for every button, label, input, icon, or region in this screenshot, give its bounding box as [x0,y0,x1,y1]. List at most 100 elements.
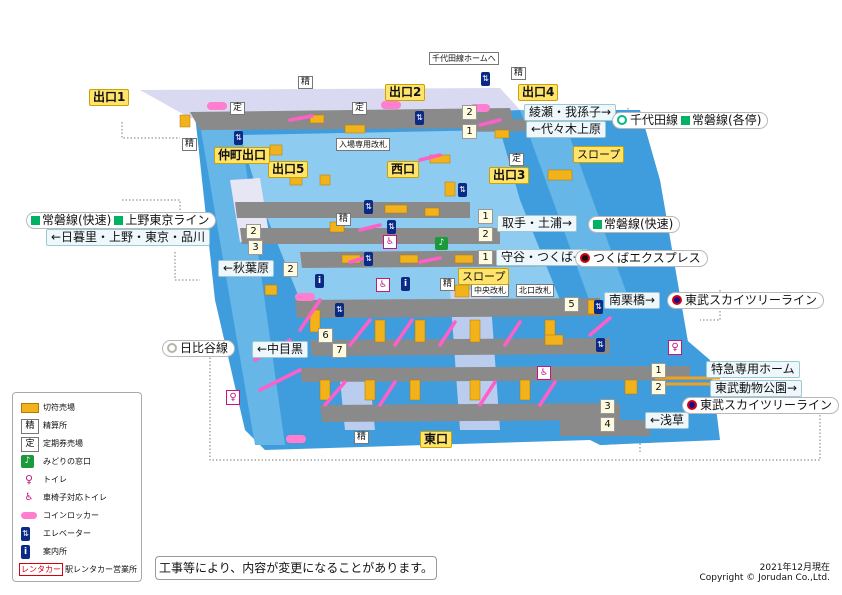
wheelchair-toilet-icon: ♿ [376,278,390,292]
elevator-icon: ⇅ [458,183,467,197]
exit-1-label: 出口1 [89,89,130,106]
joban-rapid-right-label: 常磐線(快速) [604,217,674,231]
fare-adjust-icon: 精 [298,76,314,89]
toilet-icon: ♀ [24,473,34,486]
destination-tokkyu: 特急専用ホーム [706,361,800,378]
legend-item: コインロッカー [17,507,141,525]
elevator-icon: ⇅ [364,252,373,266]
legend-label: 精算所 [43,421,67,430]
ticket-machine-icon [21,403,39,413]
elevator-icon: ⇅ [594,300,603,314]
legend-label: 案内所 [43,547,67,556]
destination-akihabara: ←秋葉原 [218,260,275,277]
platform-number: 6 [318,328,333,343]
skytree-label-1: 東武スカイツリーライン [685,293,818,307]
skytree-label-2: 東武スカイツリーライン [700,398,833,412]
west-exit-label: 西口 [387,161,420,178]
chuo-gate-tag: 中央改札 [471,284,509,297]
toilet-icon: ♀ [226,390,240,405]
elevator-icon: ⇅ [364,200,373,214]
date-stamp: 2021年12月現在 [759,563,830,573]
wheelchair-toilet-icon: ♿ [537,366,551,380]
wheelchair-toilet-icon: ♿ [383,235,397,249]
platform-number: 7 [332,343,347,358]
platform-number: 2 [246,224,261,239]
toilet-icon: ♀ [668,340,682,355]
concourse-right-band [520,110,640,330]
coin-locker-icon [470,104,490,112]
legend-item: 定 定期券売場 [17,435,141,453]
destination-minami-kurihashi: 南栗橋→ [604,292,661,309]
tobu-line-icon [672,295,682,305]
fare-adjust-icon: 精 [21,419,39,434]
chiyoda-line-label: 千代田線 [630,113,679,127]
tsukuba-label: つくばエクスプレス [593,251,701,265]
legend-item: 精 精算所 [17,417,141,435]
notice-box: 工事等により、内容が変更になることがあります。 [155,556,437,580]
legend-label: エレベーター [43,529,91,538]
platform-number: 4 [600,417,615,432]
elevator-icon: ⇅ [387,220,396,234]
line-skytree-1: 東武スカイツリーライン [667,292,825,309]
fare-adjust-icon: 精 [336,213,352,226]
information-icon: i [401,277,410,291]
legend-label: みどりの窓口 [43,457,91,466]
fare-adjust-icon: 精 [511,67,527,80]
ueno-tokyo-line-icon [114,216,124,225]
hibiya-line-icon [167,343,177,353]
joban-each-label: 常磐線(各停) [692,113,762,127]
legend-label: 切符売場 [43,403,75,412]
copyright: Copyright © Jorudan Co.,Ltd. [699,573,830,583]
legend-item: ⇅ エレベーター [17,525,141,543]
coin-locker-icon [207,102,227,110]
legend-label: 駅レンタカー営業所 [65,565,137,574]
legend-item: ♀ トイレ [17,471,141,489]
platform-number: 1 [478,209,493,224]
elevator-icon: ⇅ [234,131,243,145]
entry-only-gate-tag: 入場専用改札 [336,138,390,151]
hibiya-label: 日比谷線 [180,341,229,355]
concourse-left-band [200,125,285,445]
destination-toride: 取手・土浦→ [497,215,578,232]
wheelchair-toilet-icon: ♿ [24,492,34,503]
platform-number: 3 [600,399,615,414]
coin-locker-icon [21,512,37,519]
joban-rapid-left-label: 常磐線(快速) [42,213,112,227]
commuter-pass-icon: 定 [352,102,368,115]
joban-line-icon [593,220,602,229]
line-hibiya: 日比谷線 [162,340,236,357]
platform-number: 2 [283,262,298,277]
platform-number: 3 [248,240,263,255]
line-joban-rapid-right: 常磐線(快速) [588,216,681,233]
destination-asakusa: ←浅草 [645,412,690,429]
platform-number: 1 [478,250,493,265]
chiyoda-home-tag: 千代田線ホームへ [429,52,499,65]
elevator-icon: ⇅ [335,303,344,317]
platform-number: 2 [478,227,493,242]
line-chiyoda-joban: 千代田線常磐線(各停) [612,112,769,129]
commuter-pass-icon: 定 [509,153,525,166]
platform-number: 5 [564,297,579,312]
coin-locker-icon [286,435,306,443]
coin-locker-icon [295,293,315,301]
fare-adjust-icon: 精 [354,431,370,444]
elevator-icon: ⇅ [21,527,30,541]
line-joban-rapid-ueno: 常磐線(快速) 上野東京ライン [26,212,217,229]
fare-adjust-icon: 精 [440,278,456,291]
destination-ueno: ←日暮里・上野・東京・品川 [46,229,211,246]
coin-locker-icon [381,101,401,109]
kitaguchi-gate-tag: 北口改札 [516,284,554,297]
information-icon: i [21,545,30,559]
east-exit-label: 東口 [420,431,453,448]
information-icon: i [315,274,324,288]
destination-dobutsu: 東武動物公園→ [710,380,803,397]
legend-label: 車椅子対応トイレ [43,493,107,502]
legend-item: ♪ みどりの窓口 [17,453,141,471]
rental-car-icon: レンタカー [19,563,63,576]
exit-2-label: 出口2 [385,84,426,101]
chiyoda-line-icon [617,115,627,125]
elevator-icon: ⇅ [481,72,490,86]
destination-yoyogi: ←代々木上原 [526,121,607,138]
ueno-tokyo-label: 上野東京ライン [125,213,210,227]
